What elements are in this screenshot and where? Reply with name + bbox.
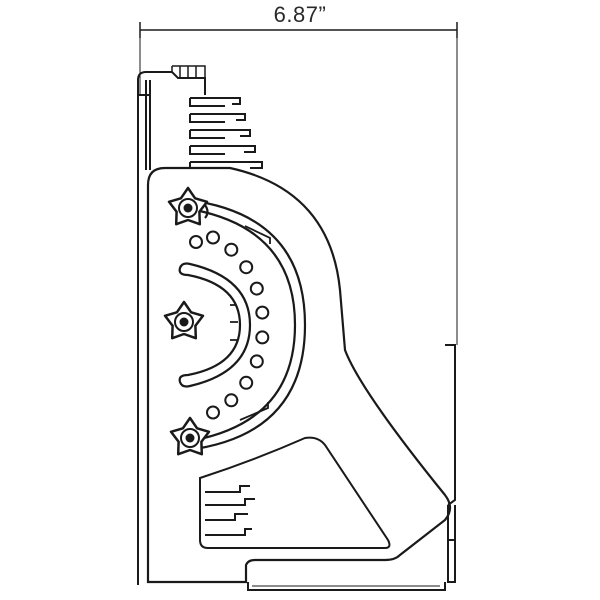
adjustment-hole [256, 307, 268, 319]
star-knob [165, 302, 203, 338]
adjustment-hole [225, 394, 237, 406]
inner-arc-slot [180, 264, 250, 387]
adjustment-hole [240, 377, 252, 389]
adjustment-hole [207, 232, 219, 244]
outer-arc-track [188, 200, 305, 450]
dimension-line [140, 22, 457, 345]
adjustment-hole [225, 244, 237, 256]
heatsink-fins-top [190, 98, 262, 170]
adjustment-hole [251, 355, 263, 367]
adjustment-hole [240, 261, 252, 273]
width-dimension-text: 6.87” [273, 2, 327, 27]
adjustment-hole [256, 331, 268, 343]
star-knob [169, 188, 207, 224]
star-knobs [165, 188, 209, 454]
front-clip [445, 345, 455, 582]
fin [190, 114, 245, 122]
width-dimension-label: 6.87” [0, 2, 600, 28]
fin [190, 130, 250, 138]
fin [190, 146, 255, 154]
adjustment-hole [190, 236, 202, 248]
adjustment-hole [251, 283, 263, 295]
fin [190, 98, 240, 106]
base-plate [248, 582, 445, 590]
fins-in-cutout [205, 486, 255, 535]
back-rail [138, 66, 205, 585]
star-knob [171, 418, 209, 454]
adjustment-holes [190, 232, 268, 419]
adjustment-hole [207, 407, 219, 419]
triangle-cutout [200, 438, 389, 548]
